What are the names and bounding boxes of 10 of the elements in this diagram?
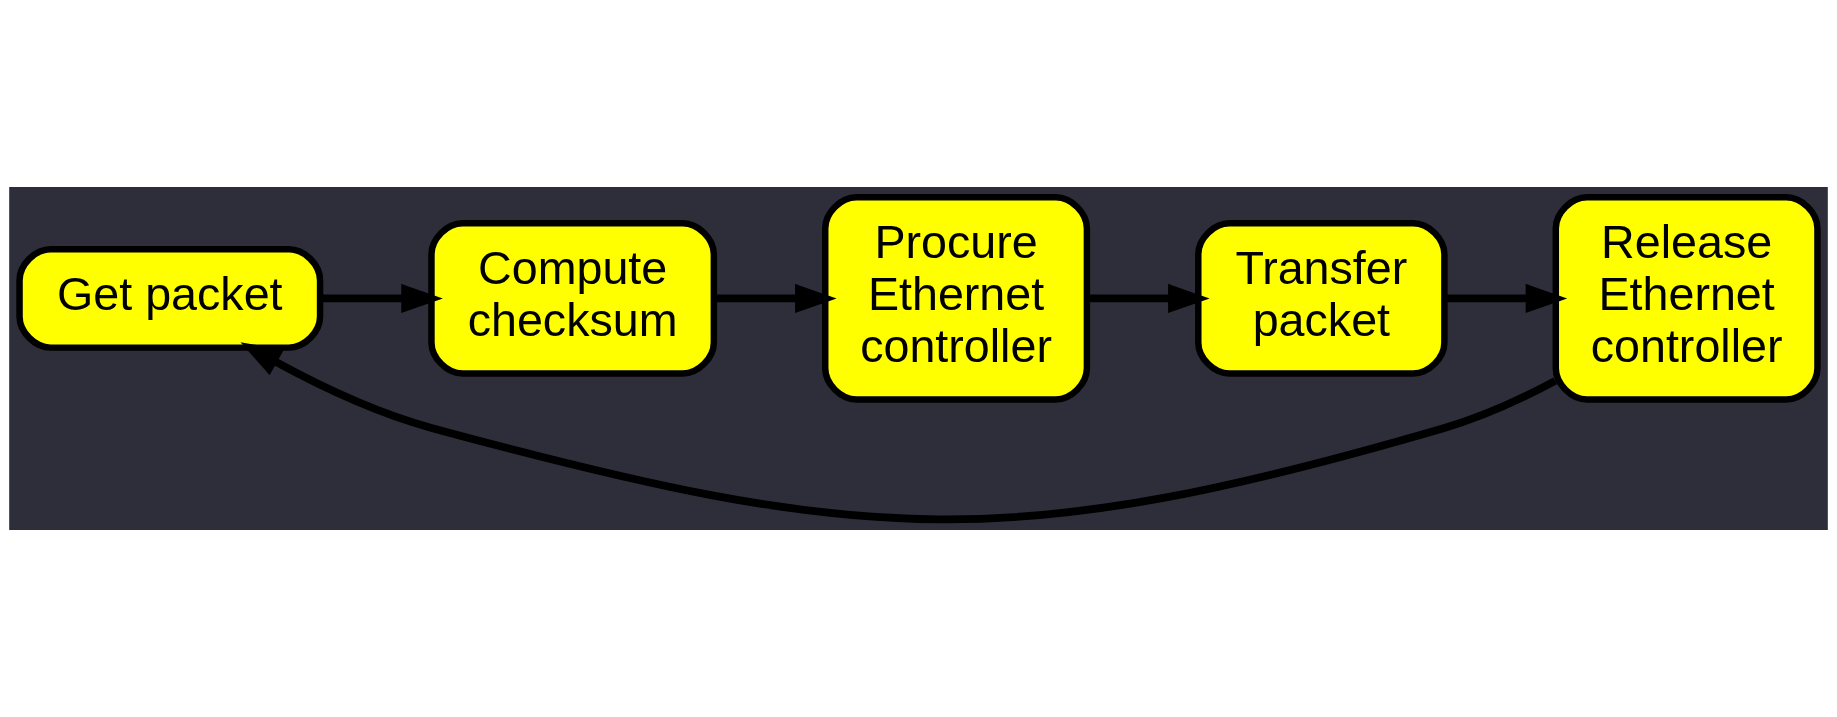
arrow (1087, 283, 1210, 313)
node-box: Procure Ethernet controller (822, 194, 1091, 403)
arrow (1444, 283, 1568, 313)
node-box: Release Ethernet controller (1552, 194, 1821, 403)
node-box: Get packet (16, 245, 324, 351)
arrow (240, 342, 1558, 524)
node-box: Transfer packet (1195, 220, 1448, 377)
node-box: Compute checksum (428, 220, 718, 377)
arrow (320, 283, 443, 313)
arrow (713, 283, 837, 313)
